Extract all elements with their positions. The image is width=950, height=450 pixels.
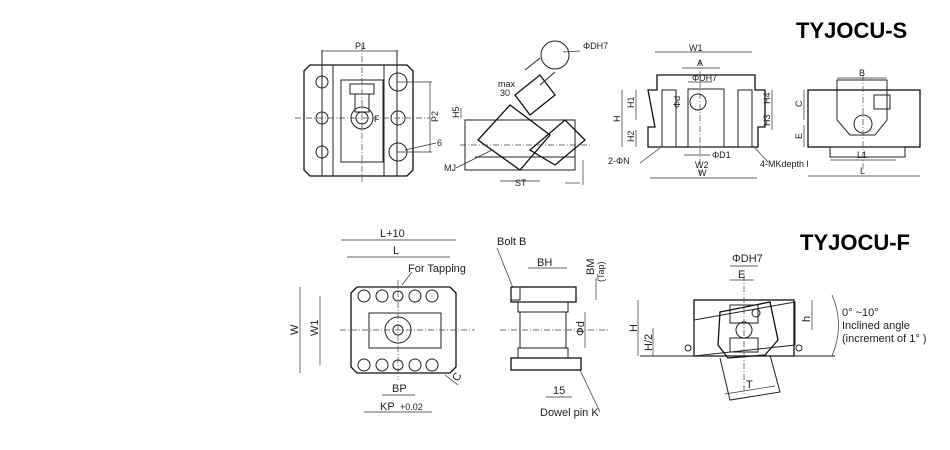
label-l1: L1: [857, 150, 867, 160]
label-6: 6: [437, 138, 442, 148]
label-p2: P2: [430, 111, 440, 122]
label-inclined-angle: Inclined angle: [842, 320, 910, 332]
f-front-view: ΦDH7 E H H/2 h 0° ~10° Inclined angle (i…: [628, 253, 926, 401]
label-dh7: ΦDH7: [583, 41, 608, 51]
tap-holes-top: [357, 289, 439, 303]
label-n: 2-ΦN: [608, 156, 630, 166]
label-w: W: [698, 168, 707, 178]
label-h3: H3: [762, 114, 772, 126]
s-side-view: ΦDH7 max 30 H5 MJ ST: [444, 40, 608, 188]
label-for-tapping: For Tapping: [408, 263, 466, 275]
label-max: max: [498, 79, 516, 89]
s-top-view: P1 P2 F 6: [295, 41, 442, 182]
label-mj: MJ: [444, 163, 456, 173]
label-bm: BM: [585, 259, 597, 276]
label-d-f: Φd: [575, 321, 587, 336]
label-dh7-f: ΦDH7: [732, 253, 763, 265]
label-kp: KP: [380, 401, 395, 413]
label-h: H: [612, 116, 622, 123]
label-h1: H1: [626, 96, 636, 108]
label-h2-f: H/2: [643, 334, 655, 351]
label-l10: L+10: [380, 228, 405, 240]
series-f-title: TYJOCU-F: [800, 230, 910, 255]
series-s-title: TYJOCU-S: [796, 18, 907, 43]
label-l-f: L: [393, 245, 399, 257]
f-side-view: Bolt B BH BM (Tap) Φd 15 Dowel pin K: [496, 236, 610, 419]
label-h5: H5: [451, 106, 461, 118]
label-kp-tol: +0.02: [400, 402, 423, 412]
label-dowel-pin: Dowel pin K: [540, 407, 599, 419]
label-tap: (Tap): [596, 261, 606, 282]
label-angle-range: 0° ~10°: [842, 307, 879, 319]
label-d: Φd: [672, 96, 682, 108]
label-h2: H2: [626, 130, 636, 142]
label-w1-f: W1: [309, 320, 321, 337]
label-15: 15: [553, 385, 565, 397]
label-h-small: h: [801, 316, 813, 322]
label-bh: BH: [537, 257, 552, 269]
label-e-f: E: [738, 269, 745, 281]
label-d1: ΦD1: [712, 150, 731, 160]
label-h4: H4: [762, 92, 772, 104]
label-p1: P1: [355, 41, 366, 51]
label-h-f: H: [628, 324, 640, 332]
label-increment: (increment of 1° ): [842, 333, 926, 345]
label-w2: W2: [695, 160, 709, 170]
label-l: L: [860, 166, 865, 176]
label-30: 30: [500, 88, 510, 98]
label-bp: BP: [392, 383, 407, 395]
label-c-f: C: [450, 371, 464, 384]
label-t: T: [746, 379, 753, 391]
label-a: A: [697, 58, 703, 68]
label-c: C: [794, 100, 804, 107]
label-dh7-front: ΦDH7: [692, 73, 717, 83]
label-st: ST: [515, 178, 527, 188]
label-bolt-b: Bolt B: [497, 236, 526, 248]
s-front-view: W1 A ΦDH7 Φd H H1 H2 H4 H3 2-ΦN ΦD1 W2 4…: [608, 43, 809, 179]
f-top-view: L+10 L For Tapping W W1 BP KP +0.02 C: [289, 228, 475, 413]
label-w-f: W: [289, 324, 301, 335]
label-b: B: [859, 68, 865, 78]
label-e: E: [794, 133, 804, 139]
label-mk: 4-MKdepth l: [760, 159, 809, 169]
s-end-view: B C E L1 L: [794, 68, 921, 177]
label-f: F: [374, 114, 380, 124]
label-w1: W1: [689, 43, 703, 53]
